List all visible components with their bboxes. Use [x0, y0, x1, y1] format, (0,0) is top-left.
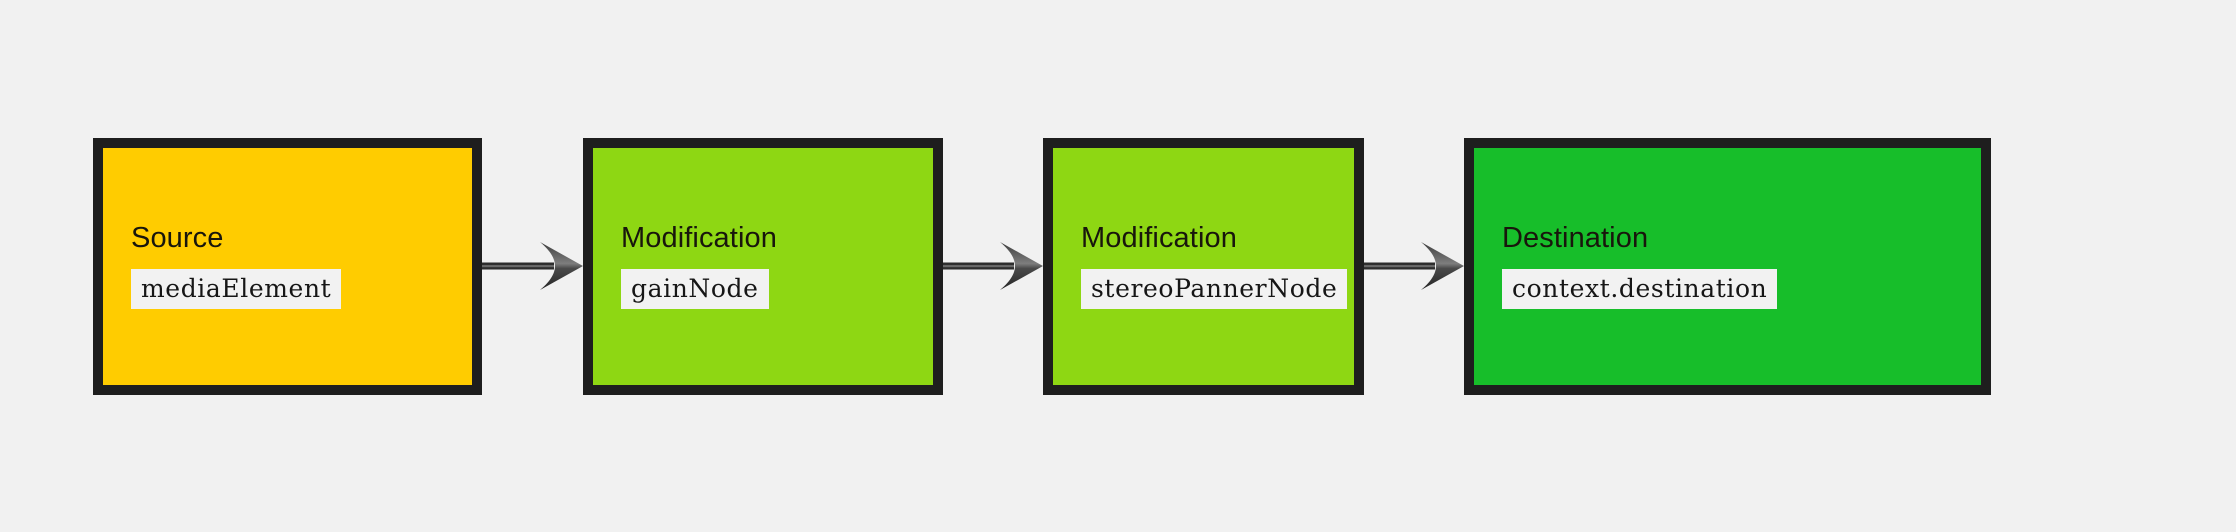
node-destination[interactable]: Destination context.destination: [1464, 137, 1991, 395]
node-title: Modification: [1081, 221, 1237, 254]
node-code-chip: gainNode: [621, 268, 769, 310]
node-code-chip: context.destination: [1502, 268, 1778, 310]
node-code-chip: mediaElement: [131, 268, 342, 310]
arrow-icon: [1364, 242, 1464, 290]
node-source[interactable]: Source mediaElement: [93, 137, 482, 395]
node-title: Modification: [621, 221, 777, 254]
node-panner[interactable]: Modification stereoPannerNode: [1043, 137, 1364, 395]
node-code-chip: stereoPannerNode: [1081, 268, 1348, 310]
node-title: Destination: [1502, 221, 1649, 254]
node-gain[interactable]: Modification gainNode: [583, 137, 943, 395]
arrow-icon: [482, 242, 583, 290]
arrow-icon: [943, 242, 1043, 290]
edge-gain-to-panner: [943, 236, 1043, 296]
edge-source-to-gain: [482, 236, 583, 296]
node-title: Source: [131, 221, 224, 254]
edge-panner-to-destination: [1364, 236, 1464, 296]
